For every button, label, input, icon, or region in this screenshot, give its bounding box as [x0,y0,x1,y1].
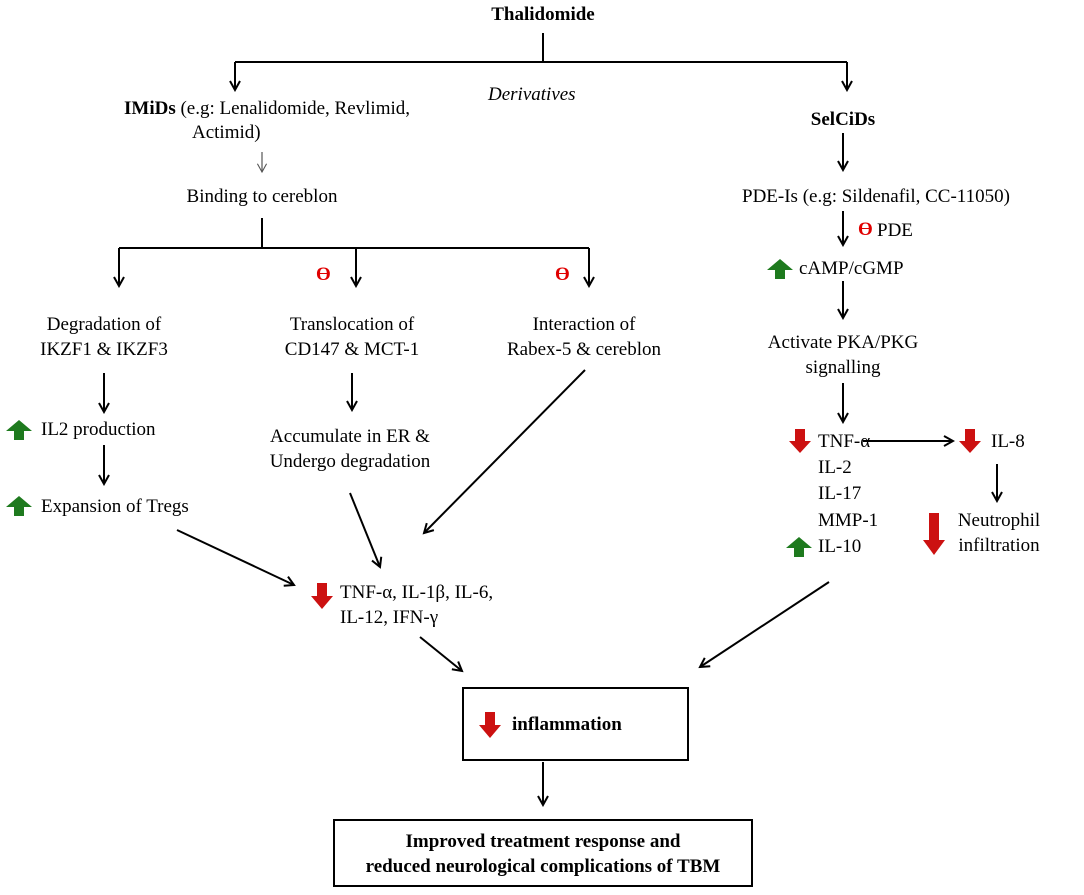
up-arrow-icon [767,259,793,279]
translocation-node-line2: CD147 & MCT-1 [284,339,420,360]
derivatives-label: Derivatives [488,84,576,105]
up-arrow-icon [6,496,32,516]
imids-detail: (e.g: Lenalidomide, Revlimid, [175,98,411,119]
cytokines-line2: IL-12, IFN-γ [340,607,439,628]
down-arrow-icon [311,583,333,609]
outcome-box: Improved treatment response and reduced … [333,819,753,887]
accumulate-node-line2: Undergo degradation [269,451,431,472]
il2-label: IL-2 [818,457,852,478]
up-arrow-icon [6,420,32,440]
pka-node-line1: Activate PKA/PKG [767,332,919,353]
mmp1-label: MMP-1 [818,510,879,531]
imids-title: IMiDs [124,98,176,119]
accumulate-node-line1: Accumulate in ER & [270,426,430,447]
thalidomide-label: Thalidomide [491,4,595,25]
inflammation-label: inflammation [512,714,622,735]
il10-label: IL-10 [818,536,862,557]
il8-label: IL-8 [991,431,1025,452]
inflammation-box: inflammation [462,687,689,761]
neutrophil-line1: Neutrophil [957,510,1041,531]
inhibition-symbol-mid: Ɵ [316,264,331,285]
down-arrow-icon [479,712,501,738]
tnf-label: TNF-α [818,431,871,452]
imids-node: IMiDs (e.g: Lenalidomide, Revlimid, [124,96,410,121]
camp-node: cAMP/cGMP [799,258,904,279]
outcome-line1: Improved treatment response and [405,831,681,852]
pde-inhibitors-node: PDE-Is (e.g: Sildenafil, CC-11050) [742,186,1010,207]
inhibition-symbol-pde: Ɵ [858,219,873,240]
inhibition-symbol-right: Ɵ [555,264,570,285]
selcids-node: SelCiDs [810,109,876,130]
pde-target-label: PDE [877,220,913,241]
degradation-node-line2: IKZF1 & IKZF3 [40,339,168,360]
interaction-node-line1: Interaction of [532,314,636,335]
translocation-node-line1: Translocation of [289,314,415,335]
down-arrow-icon [789,429,811,453]
degradation-node-line1: Degradation of [46,314,162,335]
il2-production-node: IL2 production [41,419,156,440]
neutrophil-line2: infiltration [958,535,1040,556]
tregs-node: Expansion of Tregs [41,496,189,517]
down-arrow-icon [959,429,981,453]
interaction-node-line2: Rabex-5 & cereblon [506,339,662,360]
imids-detail-line2: Actimid) [192,122,261,143]
il17-label: IL-17 [818,483,862,504]
pka-node-line2: signalling [805,357,881,378]
up-arrow-icon [786,537,812,557]
binding-node: Binding to cereblon [186,186,338,207]
down-arrow-icon [923,513,945,555]
outcome-line2: reduced neurological complications of TB… [365,856,721,877]
cytokines-line1: TNF-α, IL-1β, IL-6, [340,582,494,603]
